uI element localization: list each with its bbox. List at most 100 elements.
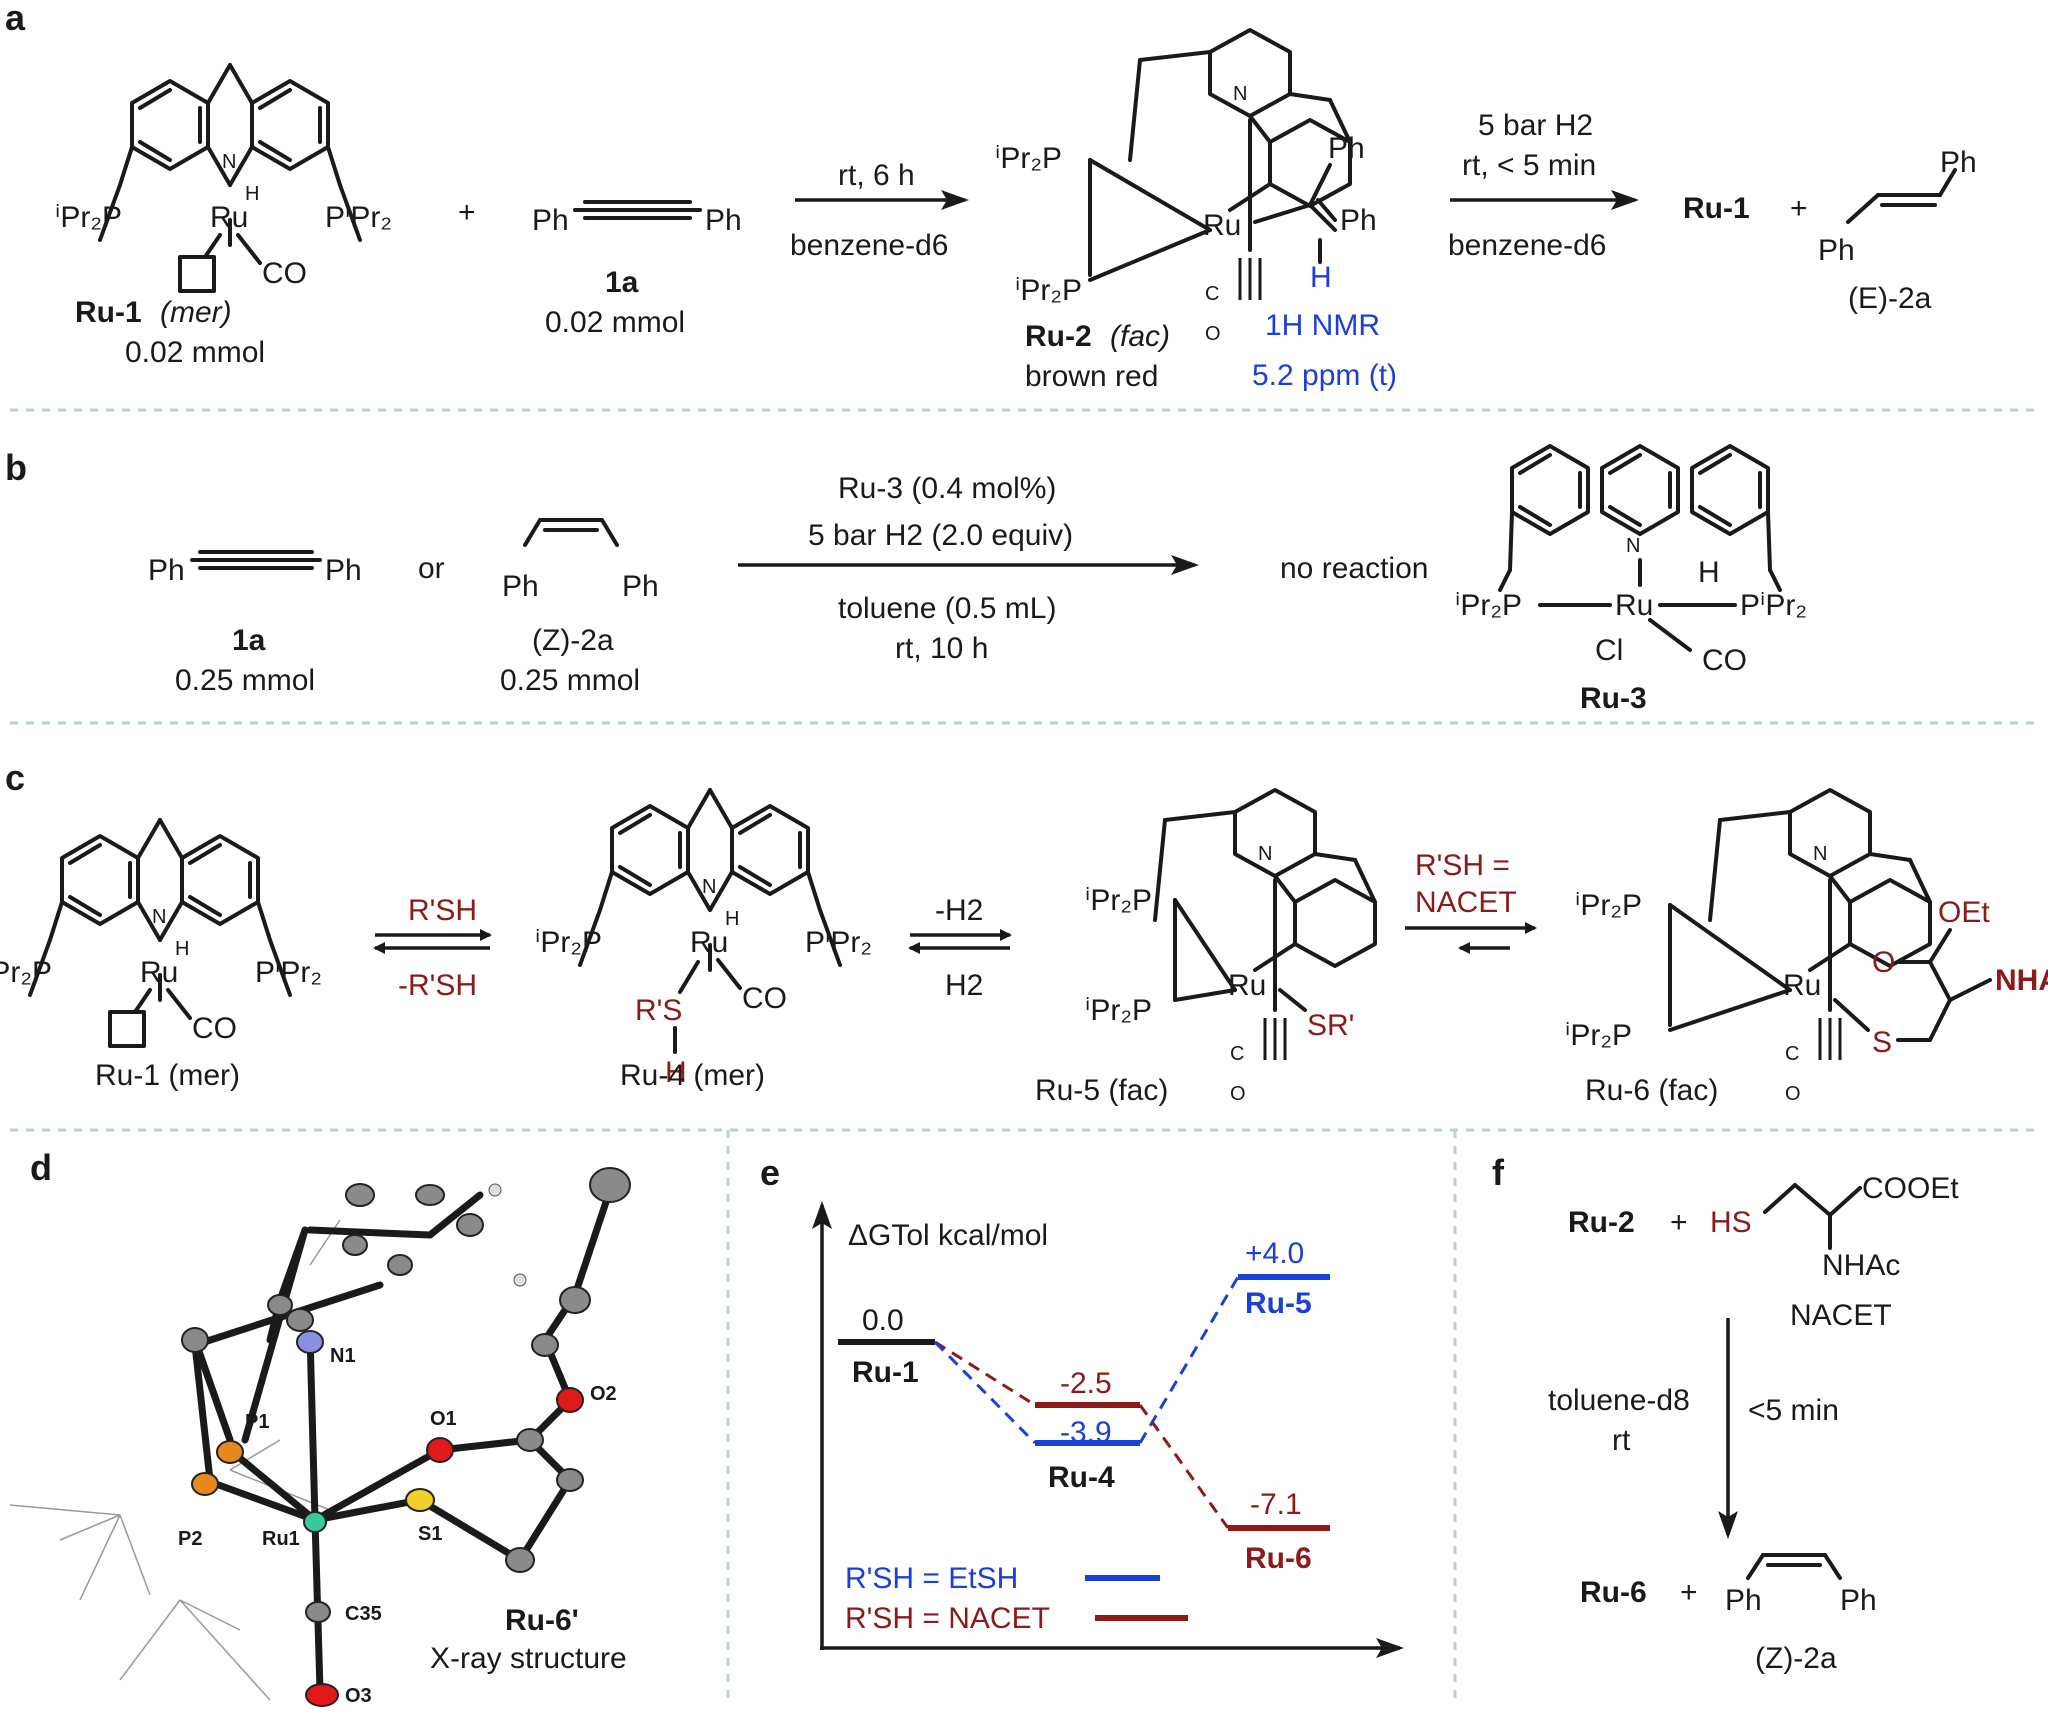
svg-text:N: N [702,876,716,898]
svg-text:Ru: Ru [1203,209,1241,242]
equilibrium-2 [908,929,1012,954]
svg-text:PⁱPr₂: PⁱPr₂ [805,926,872,959]
svg-text:Ru: Ru [690,926,728,959]
alkyne-ph-right-b: Ph [325,554,362,587]
cond-a2-line1: 5 bar H2 [1478,109,1593,142]
svg-text:C: C [1205,283,1219,305]
svg-text:CO: CO [742,982,787,1015]
f-nacet: NACET [1790,1299,1892,1332]
ru1-mer-a: (mer) [160,296,232,329]
ligand-o: O [1872,946,1895,979]
atom-ru1: Ru1 [262,1528,300,1550]
panel-letter-d: d [30,1147,52,1188]
z-stilbene-f: Ph Ph [1725,1553,1877,1617]
ru2-structure: Ru ⁱPr₂P ⁱPr₂P N Ph Ph C O H [995,28,1377,345]
level-name-ru6: Ru-6 [1245,1542,1312,1575]
alkyne-ph-left-b: Ph [148,554,185,587]
eq2-top: -H2 [935,894,983,927]
cond-a2-bottom: benzene-d6 [1448,229,1606,262]
eq3-top1: R'SH = [1415,849,1510,882]
svg-text:PⁱPr₂: PⁱPr₂ [325,201,392,234]
svg-text:ⁱPr₂P: ⁱPr₂P [1085,884,1152,917]
z-stilbene-b: Ph Ph [502,518,659,603]
ru6-structure: Ru ⁱPr₂P ⁱPr₂P N O OEt NHAc S C O [1565,788,2048,1105]
level-value-ru5: +4.0 [1245,1237,1304,1270]
cond-a2-line2: rt, < 5 min [1462,149,1596,182]
svg-text:N: N [1258,843,1272,865]
nmr-line1: 1H NMR [1265,309,1380,342]
cond-b-line3: toluene (0.5 mL) [838,592,1056,625]
panel-a: a N Ru ⁱPr₂P PⁱPr₂ H CO Ru-1 (mer) 0.02 … [5,0,1977,393]
atom-p1: P1 [245,1411,269,1433]
svg-text:Cl: Cl [1595,634,1623,667]
equilibrium-1 [373,929,492,954]
alkyne-label-b: 1a [232,624,266,657]
ru2-fac: (fac) [1110,320,1170,353]
ligand-nhac: NHAc [1995,964,2048,997]
ru3-structure: N Ru ⁱPr₂P PⁱPr₂ H Cl CO [1455,444,1807,677]
svg-text:ⁱPr₂P: ⁱPr₂P [995,142,1062,175]
panel-e: e ΔGTol kcal/mol 0.0 Ru-1 -2.5 -3.9 Ru-4… [760,1152,1404,1658]
eq3-top2: NACET [1415,886,1517,919]
level-name-ru5: Ru-5 [1245,1287,1312,1320]
svg-text:O: O [1230,1083,1246,1105]
svg-text:ⁱPr₂P: ⁱPr₂P [55,201,122,234]
f-ru6: Ru-6 [1580,1576,1647,1609]
equilibrium-3 [1405,922,1537,954]
panel-letter-c: c [5,757,25,798]
svg-text:H: H [725,908,739,930]
product-ph-top: Ph [1940,146,1977,179]
product-ru1: Ru-1 [1683,192,1750,225]
svg-text:N: N [152,906,166,928]
eq2-bottom: H2 [945,969,983,1002]
svg-text:Ph: Ph [1328,132,1365,165]
level-value-ru4-nacet: -2.5 [1060,1367,1112,1400]
ru4-structure: N Ru ⁱPr₂P PⁱPr₂ H CO R'S H [535,790,872,1089]
svg-text:R'S: R'S [635,994,682,1027]
alkyne-ph-left-a: Ph [532,204,569,237]
energy-diagram: 0.0 Ru-1 -2.5 -3.9 Ru-4 +4.0 Ru-5 -7.1 R… [838,1237,1330,1575]
ligand-oet: OEt [1938,896,1990,929]
svg-text:Ru: Ru [1783,969,1821,1002]
svg-text:Ru: Ru [210,201,248,234]
level-value-ru6: -7.1 [1250,1488,1302,1521]
alkyne-amount-a: 0.02 mmol [545,306,685,339]
f-cond-left2: rt [1612,1424,1631,1457]
atom-p2: P2 [178,1528,202,1550]
ru1-amount-a: 0.02 mmol [125,336,265,369]
svg-text:CO: CO [262,257,307,290]
level-name-ru1: Ru-1 [852,1356,919,1389]
svg-text:H: H [665,1056,687,1089]
f-plus1: + [1670,1206,1688,1239]
ru5-structure: Ru ⁱPr₂P ⁱPr₂P N SR' C O [1085,788,1377,1105]
svg-text:CO: CO [192,1012,237,1045]
alkyne-1a-b: Ph Ph [148,550,362,587]
cond-a1-bottom: benzene-d6 [790,229,948,262]
svg-text:ⁱPr₂P: ⁱPr₂P [1015,274,1082,307]
level-value-ru4-ethsh: -3.9 [1060,1416,1112,1449]
cond-b-line1: Ru-3 (0.4 mol%) [838,472,1056,505]
z-ph-left-b: Ph [502,570,539,603]
svg-text:C: C [1785,1043,1799,1065]
panel-letter-b: b [5,447,27,488]
alkyne-1a: Ph Ph [532,200,742,237]
f-plus2: + [1680,1576,1698,1609]
ru1-label-a: Ru-1 [75,296,142,329]
alkyne-amount-b: 0.25 mmol [175,664,315,697]
f-hs: HS [1710,1206,1752,1239]
atom-o2: O2 [590,1383,617,1405]
svg-text:Ru: Ru [1615,589,1653,622]
legend-ethsh: R'SH = EtSH [845,1562,1018,1595]
plus-a1: + [458,196,476,229]
svg-text:N: N [222,151,236,173]
e-stilbene: Ph Ph [1818,146,1977,267]
no-reaction: no reaction [1280,552,1428,585]
svg-text:ⁱPr₂P: ⁱPr₂P [1575,889,1642,922]
svg-text:ⁱPr₂P: ⁱPr₂P [1565,1019,1632,1052]
e-legend: R'SH = EtSH R'SH = NACET [845,1562,1188,1635]
ru1-structure-c: N Ru ⁱPr₂P PⁱPr₂ H CO [0,820,322,1048]
ru1-structure-a: N Ru ⁱPr₂P PⁱPr₂ H CO [55,65,392,293]
or-text: or [418,552,445,585]
cond-b-line2: 5 bar H2 (2.0 equiv) [808,519,1073,552]
eq1-bottom: -R'SH [398,969,477,1002]
